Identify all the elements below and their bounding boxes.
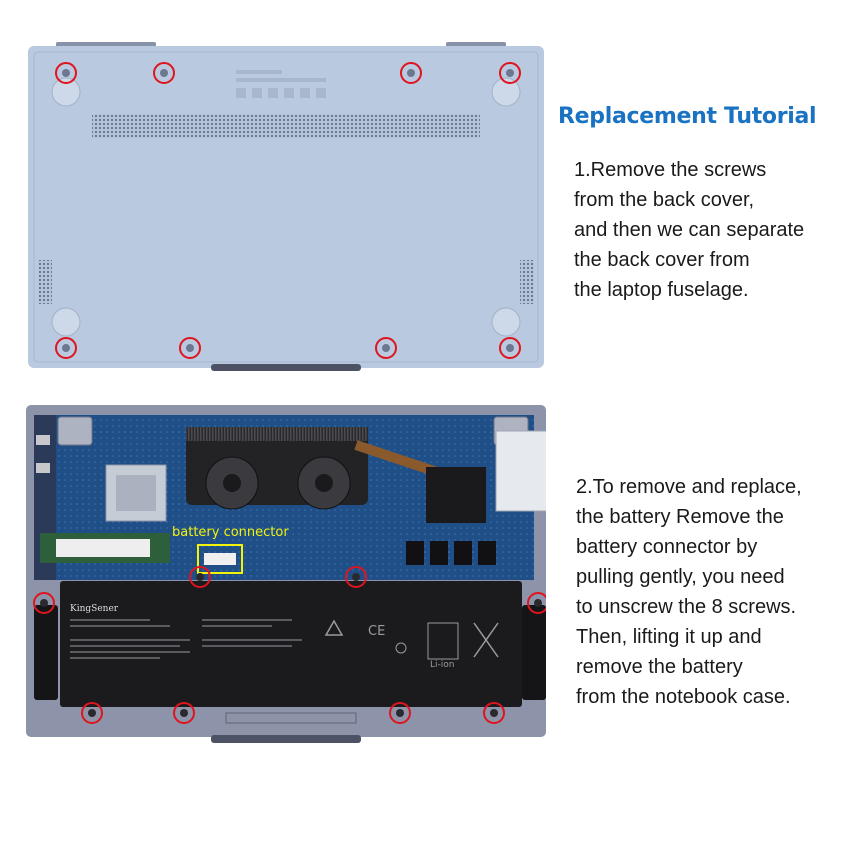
screw-icon [506,344,514,352]
ssd-label [56,539,150,557]
screw-icon [62,344,70,352]
step-2-line: pulling gently, you need [576,566,785,588]
screw-marker [55,337,77,359]
step-2-line: the battery Remove the [576,506,784,528]
screw-icon [40,599,48,607]
screw-marker [345,566,367,588]
page-title: Replacement Tutorial [558,104,817,129]
screw-marker [483,702,505,724]
screw-icon [382,344,390,352]
screw-icon [506,69,514,77]
step-2-instructions: 2.To remove and replace, the battery Rem… [576,472,802,712]
heatsink-fins [186,427,368,441]
screw-marker [499,337,521,359]
vent-grille [92,114,480,138]
warning-icon [324,619,344,636]
ram-chips [406,541,496,565]
battery-label-text [70,619,302,659]
step-2-line: 2.To remove and replace, [576,476,802,498]
fan-hub [223,474,241,492]
step-1-instructions: 1.Remove the screws from the back cover,… [574,155,804,305]
cpu-chip [116,475,156,511]
step-1-line: and then we can separate [574,219,805,241]
regulatory-marks [236,70,326,98]
speaker-grille [520,260,534,304]
back-cover-edge [33,51,539,363]
screw-marker [33,592,55,614]
battery-connector [204,553,236,565]
step-1-line: the laptop fuselage. [574,279,749,301]
step-1-line: from the back cover, [574,189,755,211]
screw-marker [400,62,422,84]
screw-marker [189,566,211,588]
screw-icon [160,69,168,77]
laptop-back-cover-photo [28,42,544,371]
compliance-icon [395,642,407,654]
li-ion-mark: Li-ion [430,660,454,670]
speaker [522,605,546,700]
screw-icon [62,69,70,77]
screw-icon [196,573,204,581]
step-2-line: from the notebook case. [576,686,791,708]
rubber-foot [491,307,521,337]
screw-marker [375,337,397,359]
screw-icon [88,709,96,717]
screw-icon [407,69,415,77]
screw-icon [186,344,194,352]
screw-marker [153,62,175,84]
speaker [34,605,58,700]
step-2-line: battery connector by [576,536,758,558]
battery-pack [60,581,522,707]
laptop-internals-photo: battery connector KingSener CE Li-ion [26,405,546,743]
usb-port [36,435,50,445]
step-2-line: to unscrew the 8 screws. [576,596,797,618]
screw-marker [81,702,103,724]
screw-marker [527,592,546,614]
screw-marker [499,62,521,84]
battery-connector-label: battery connector [172,525,289,540]
rubber-foot [51,307,81,337]
speaker-grille [38,260,52,304]
screw-icon [352,573,360,581]
gpu-heatsink [426,467,486,523]
ce-mark: CE [368,624,385,639]
rubber-foot-strip [211,364,361,371]
recycle-icon [427,622,459,660]
rubber-foot-strip [211,735,361,743]
step-1-line: 1.Remove the screws [574,159,767,181]
step-2-line: Then, lifting it up and [576,626,762,648]
step-2-line: remove the battery [576,656,743,678]
screw-icon [534,599,542,607]
usb-port [36,463,50,473]
fan-hub [315,474,333,492]
rubber-foot [491,77,521,107]
weee-bin-icon [473,622,499,658]
bottom-bracket [225,712,357,724]
hinge-plate [57,416,93,446]
screw-icon [396,709,404,717]
step-1-line: the back cover from [574,249,750,271]
screw-icon [490,709,498,717]
screw-icon [180,709,188,717]
wifi-shield [495,430,546,512]
screw-marker [179,337,201,359]
screw-marker [173,702,195,724]
rubber-foot [51,77,81,107]
screw-marker [389,702,411,724]
battery-connector-highlight [197,544,243,574]
screw-marker [55,62,77,84]
battery-brand: KingSener [70,604,119,614]
